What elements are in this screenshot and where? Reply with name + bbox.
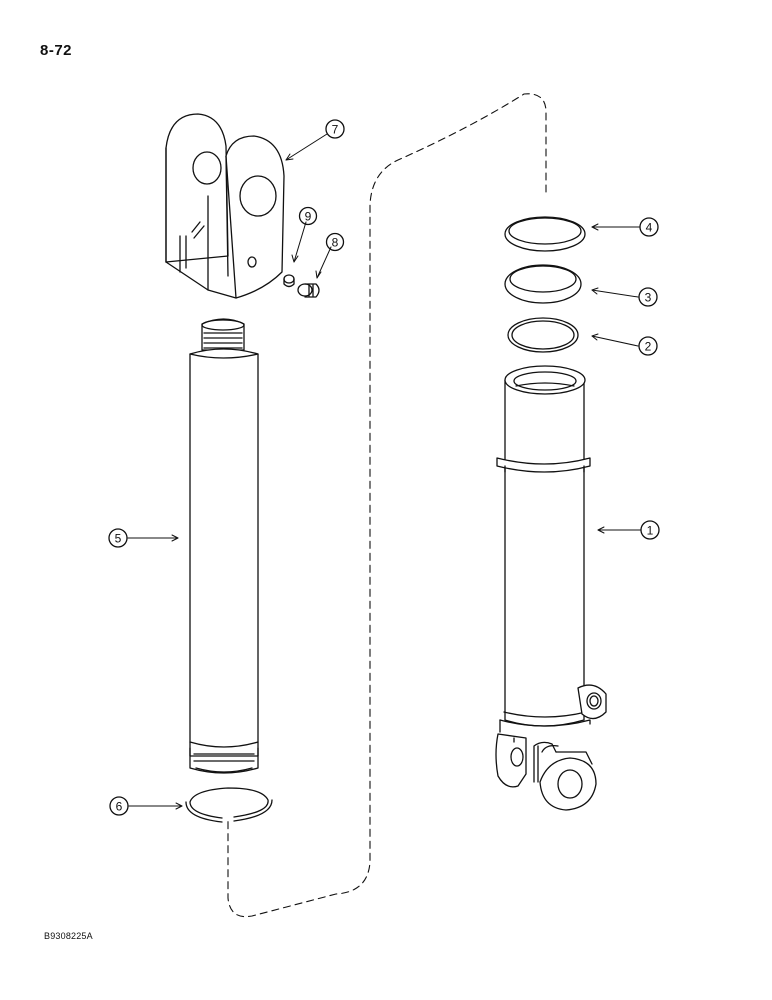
leader-7 [285, 133, 328, 161]
cylinder-barrel-part-1 [495, 365, 607, 811]
svg-text:1: 1 [647, 524, 654, 538]
leader-9 [293, 221, 307, 263]
callout-2: 2 [638, 336, 658, 356]
callout-4: 4 [639, 217, 659, 237]
svg-text:6: 6 [116, 800, 123, 814]
svg-text:2: 2 [645, 340, 652, 354]
svg-text:3: 3 [645, 291, 652, 305]
svg-text:4: 4 [646, 221, 653, 235]
svg-text:5: 5 [115, 532, 122, 546]
leader-3 [591, 289, 639, 298]
leader-lines [127, 133, 642, 810]
callout-8: 8 [325, 232, 345, 252]
svg-text:7: 7 [332, 123, 339, 137]
assembly-dashed-line [227, 93, 547, 918]
svg-text:9: 9 [305, 210, 312, 224]
piston-rod-part-5 [189, 318, 259, 774]
callout-6: 6 [109, 796, 129, 816]
seal-ring-part-4 [504, 216, 586, 252]
callout-9: 9 [298, 206, 318, 226]
snap-ring-part-6 [185, 787, 273, 823]
callout-1: 1 [640, 520, 660, 540]
callout-5: 5 [108, 528, 128, 548]
page-number: 8-72 [40, 42, 73, 59]
callout-7: 7 [325, 119, 345, 139]
fitting-part-8 [297, 283, 320, 298]
svg-text:8: 8 [332, 236, 339, 250]
callout-3: 3 [638, 287, 658, 307]
leader-8 [316, 246, 332, 279]
clevis-block-part-7 [165, 113, 285, 299]
o-ring-part-2 [507, 317, 579, 353]
figure-code: B9308225A [44, 931, 93, 941]
leader-2 [591, 335, 639, 347]
wear-ring-part-3 [504, 264, 582, 304]
plug-part-9 [283, 274, 295, 288]
